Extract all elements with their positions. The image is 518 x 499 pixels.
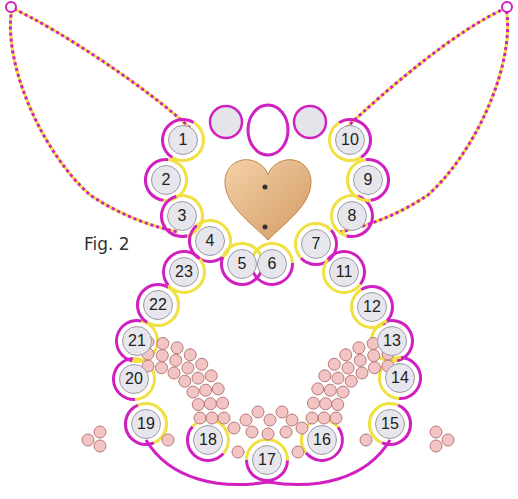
thread-arcs (112, 118, 422, 482)
numbered-bead: 22 (142, 289, 174, 321)
numbered-bead: 18 (192, 424, 224, 456)
callout-number: 14 (391, 370, 409, 386)
heart-bead (225, 160, 311, 240)
numbered-bead: 12 (356, 291, 388, 323)
numbered-bead: 11 (328, 256, 360, 288)
callout-number: 3 (178, 208, 187, 224)
numbered-bead: 3 (166, 200, 198, 232)
callout-number: 8 (348, 208, 357, 224)
callout-number: 21 (128, 333, 146, 349)
callout-number: 23 (175, 264, 193, 280)
numbered-bead: 10 (334, 124, 366, 156)
head-top-beads (210, 105, 326, 155)
numbered-bead: 13 (376, 325, 408, 357)
numbered-bead: 21 (121, 325, 153, 357)
numbered-bead: 15 (374, 408, 406, 440)
callout-number: 6 (268, 256, 277, 272)
callout-number: 12 (363, 299, 381, 315)
numbered-bead: 20 (118, 363, 150, 395)
numbered-bead: 8 (336, 200, 368, 232)
callout-number: 5 (238, 256, 247, 272)
callout-number: 1 (179, 132, 188, 148)
callout-number: 16 (313, 432, 331, 448)
numbered-bead: 2 (150, 164, 182, 196)
numbered-bead: 1 (167, 124, 199, 156)
callout-number: 20 (125, 371, 143, 387)
numbered-bead: 5 (226, 248, 258, 280)
numbered-bead: 16 (306, 424, 338, 456)
callout-number: 13 (383, 333, 401, 349)
callout-number: 10 (341, 132, 359, 148)
numbered-bead: 19 (130, 408, 162, 440)
numbered-bead: 9 (352, 164, 384, 196)
callout-number: 17 (258, 452, 276, 468)
callout-number: 15 (381, 416, 399, 432)
callout-number: 19 (137, 416, 155, 432)
numbered-bead: 17 (251, 444, 283, 476)
callout-number: 2 (162, 172, 171, 188)
numbered-bead: 4 (194, 225, 226, 257)
numbered-bead: 23 (168, 256, 200, 288)
callout-number: 11 (336, 264, 353, 280)
callout-number: 22 (149, 297, 167, 313)
callout-number: 18 (199, 432, 217, 448)
callout-number: 9 (364, 172, 373, 188)
callout-number: 4 (206, 233, 215, 249)
numbered-bead: 6 (256, 248, 288, 280)
callout-number: 7 (312, 236, 321, 252)
numbered-bead: 14 (384, 362, 416, 394)
numbered-bead: 7 (300, 228, 332, 260)
figure-label: Fig. 2 (84, 234, 130, 254)
body-thread (146, 440, 390, 485)
